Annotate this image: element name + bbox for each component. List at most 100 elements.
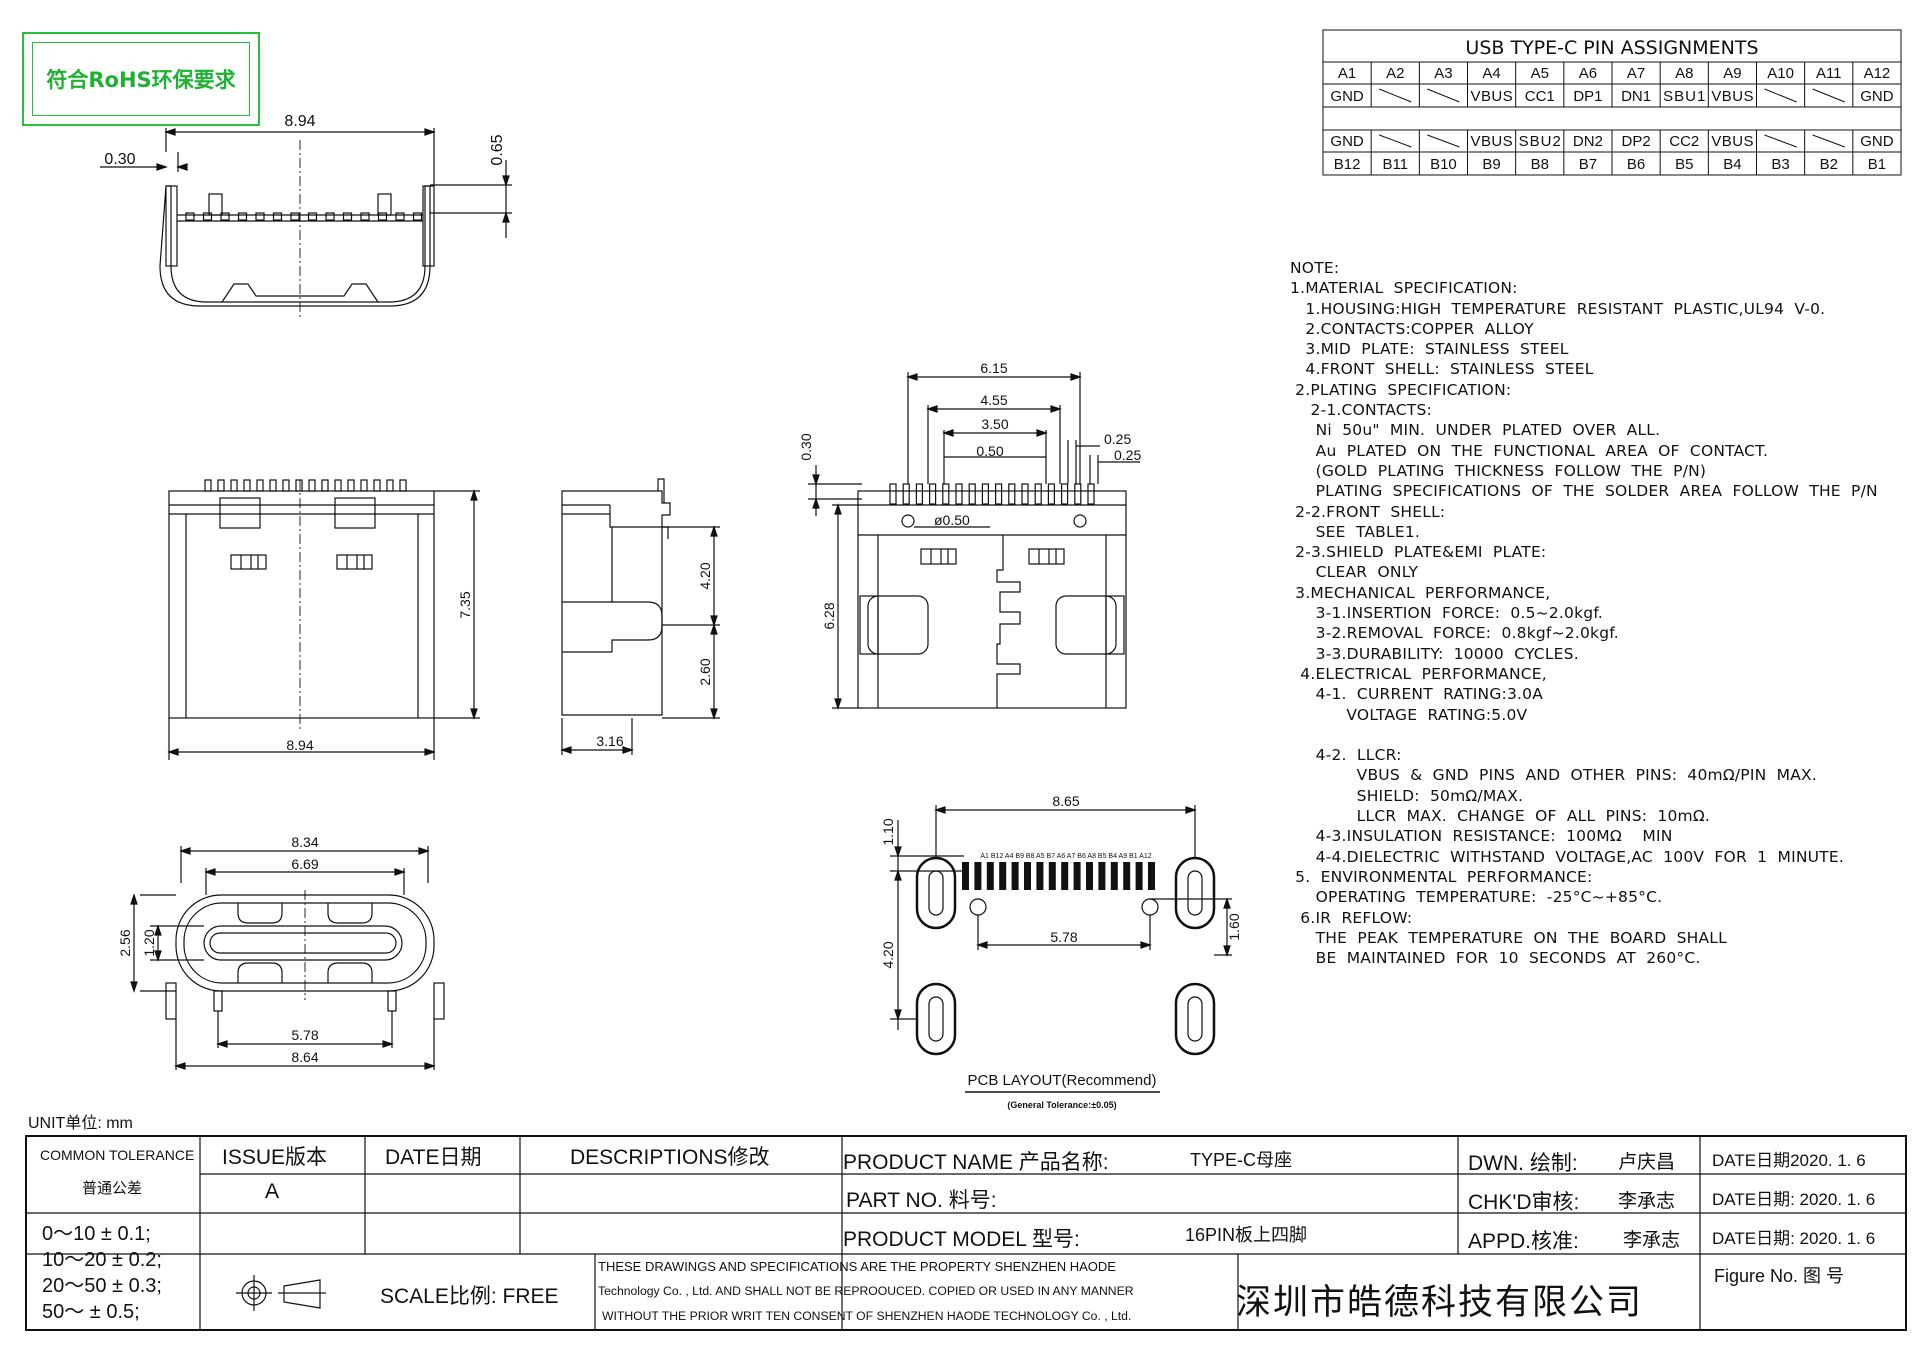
bottom-view: 6.15 4.55 3.50 0.50 0.25 0.25 0 — [798, 360, 1141, 710]
pcb-pad — [1110, 862, 1118, 890]
contact-pin — [377, 212, 388, 221]
dim-bottom-top: 0.30 — [798, 433, 814, 460]
pin-cell: B2 — [1820, 156, 1838, 173]
solder-tail — [955, 483, 963, 505]
pcb-pin-labels: A1 B12 A4 B9 B8 A5 B7 A6 A7 B6 A8 B5 B4 … — [980, 853, 1151, 860]
dim-pcb-top: 1.10 — [880, 818, 896, 845]
note-line: 3-2.REMOVAL FORCE: 0.8kgf~2.0kgf. — [1290, 624, 1619, 643]
date-chk: DATE日期: 2020. 1. 6 — [1712, 1190, 1876, 1209]
pin-unused-mark — [1378, 134, 1412, 148]
solder-tail — [1021, 483, 1029, 505]
note-line: NOTE: — [1290, 259, 1340, 277]
note-line: SEE TABLE1. — [1290, 522, 1421, 541]
pcb-pad — [999, 862, 1007, 890]
solder-tail — [915, 483, 924, 505]
pin-cell: SBU1 — [1663, 88, 1705, 105]
solder-tail — [1074, 483, 1082, 505]
pin-cell: VBUS — [1471, 133, 1513, 150]
pcb-pad — [1123, 862, 1131, 890]
solder-tail — [981, 483, 990, 505]
note-line: 3.MID PLATE: STAINLESS STEEL — [1290, 340, 1569, 359]
solder-tail — [968, 483, 976, 505]
body-tooth — [230, 479, 238, 492]
note-line: Ni 50u" MIN. UNDER PLATED OVER ALL. — [1290, 421, 1661, 440]
tolerance-row-1: 0～10 ± 0.1; — [42, 1223, 151, 1245]
scale-label: SCALE比例: FREE — [380, 1285, 559, 1308]
dim-bottom-pin-w1: 0.25 — [1104, 431, 1131, 447]
title-block-frame — [25, 1135, 1907, 1331]
front-top-view: 8.94 0.30 0.65 — [100, 113, 512, 320]
contact-pin — [237, 212, 248, 221]
pin-unused-mark — [1812, 88, 1846, 103]
dim-end-inner-width: 6.69 — [291, 856, 318, 872]
note-line: 4-3.INSULATION RESISTANCE: 100MΩ MIN — [1290, 827, 1673, 846]
tolerance-row-3: 20～50 ± 0.3; — [42, 1275, 162, 1297]
dim-body-height: 7.35 — [457, 591, 473, 618]
side-view: 4.20 2.60 3.16 — [560, 478, 720, 755]
body-tooth — [347, 479, 355, 492]
note-line: 3.MECHANICAL PERFORMANCE, — [1290, 583, 1551, 602]
body-tooth — [399, 479, 407, 492]
pcb-tolerance: (General Tolerance:±0.05) — [1007, 1100, 1116, 1110]
dim-pcb-width: 8.65 — [1052, 793, 1079, 809]
pin-unused-mark — [1427, 88, 1460, 103]
pin-cell: A5 — [1531, 65, 1549, 82]
property-line-1: THESE DRAWINGS AND SPECIFICATIONS ARE TH… — [598, 1259, 1116, 1274]
note-line: 4-4.DIELECTRIC WITHSTAND VOLTAGE,AC 100V… — [1290, 847, 1844, 866]
end-view: 8.34 6.69 2.56 — [117, 834, 445, 1070]
solder-tail — [928, 483, 937, 505]
appd-name: 李承志 — [1623, 1230, 1681, 1251]
dim-bottom-hole: ø0.50 — [934, 512, 970, 528]
pcb-pad — [1048, 862, 1056, 890]
issue-label: ISSUE版本 — [222, 1146, 328, 1169]
note-line: CLEAR ONLY — [1290, 563, 1419, 582]
note-line: 3-1.INSERTION FORCE: 0.5~2.0kgf. — [1290, 604, 1603, 623]
pin-cell: VBUS — [1711, 133, 1753, 150]
body-tooth — [295, 479, 303, 492]
pin-table-title: USB TYPE-C PIN ASSIGNMENTS — [1465, 37, 1758, 59]
dwn-name: 卢庆昌 — [1618, 1152, 1676, 1173]
pin-cell: A11 — [1816, 65, 1842, 82]
note-line: 2.PLATING SPECIFICATION: — [1290, 380, 1512, 399]
rohs-label: 符合RoHS环保要求 — [32, 42, 250, 116]
body-tooth — [373, 479, 381, 492]
pcb-layout-view: A1 B12 A4 B9 B8 A5 B7 A6 A7 B6 A8 B5 B4 … — [880, 793, 1242, 1110]
pcb-pad — [1098, 862, 1106, 890]
note-line: 3-3.DURABILITY: 10000 CYCLES. — [1290, 644, 1579, 663]
contact-pin — [412, 212, 423, 221]
pin-cell: B11 — [1382, 156, 1408, 173]
pin-cell: B9 — [1482, 156, 1500, 173]
solder-tail — [942, 483, 950, 505]
contact-pin — [272, 212, 283, 221]
date-appd: DATE日期: 2020. 1. 6 — [1712, 1229, 1876, 1248]
dim-pcb-holes: 5.78 — [1050, 929, 1077, 945]
pcb-pad — [1135, 862, 1143, 890]
body-tooth — [217, 479, 225, 492]
property-line-2: Technology Co. , Ltd. AND SHALL NOT BE R… — [598, 1284, 1134, 1298]
note-line: 1.HOUSING:HIGH TEMPERATURE RESISTANT PLA… — [1290, 299, 1826, 318]
pin-unused-mark — [1764, 134, 1797, 148]
contact-pin — [360, 212, 370, 221]
pin-cell: A10 — [1767, 65, 1794, 82]
dim-front-offset: 0.30 — [104, 151, 135, 168]
contact-pin — [290, 212, 300, 221]
note-line — [1290, 725, 1890, 745]
pin-cell: A6 — [1579, 65, 1597, 82]
pin-unused-mark — [1812, 134, 1846, 148]
dim-end-leg-span: 5.78 — [291, 1027, 318, 1043]
dim-end-total-width: 8.64 — [291, 1049, 318, 1065]
pcb-pad — [1024, 862, 1031, 890]
company-name: 深圳市皓德科技有限公司 — [1236, 1283, 1644, 1323]
property-line-3: WITHOUT THE PRIOR WRIT TEN CONSENT OF SH… — [602, 1309, 1132, 1323]
pin-cell: DP2 — [1621, 133, 1650, 150]
pin-unused-mark — [1427, 134, 1460, 148]
dim-bottom-height: 6.28 — [821, 602, 837, 629]
note-line: PLATING SPECIFICATIONS OF THE SOLDER ARE… — [1290, 482, 1878, 501]
note-line: BE MAINTAINED FOR 10 SECONDS AT 260°C. — [1290, 949, 1701, 968]
dim-end-inner-height: 1.20 — [141, 929, 157, 956]
solder-tail — [1087, 483, 1095, 505]
date-label: DATE日期 — [385, 1146, 482, 1169]
pin-cell: B5 — [1675, 156, 1693, 173]
dim-pcb-right: 1.60 — [1226, 913, 1242, 940]
note-line: 4-2. LLCR: — [1290, 746, 1402, 765]
